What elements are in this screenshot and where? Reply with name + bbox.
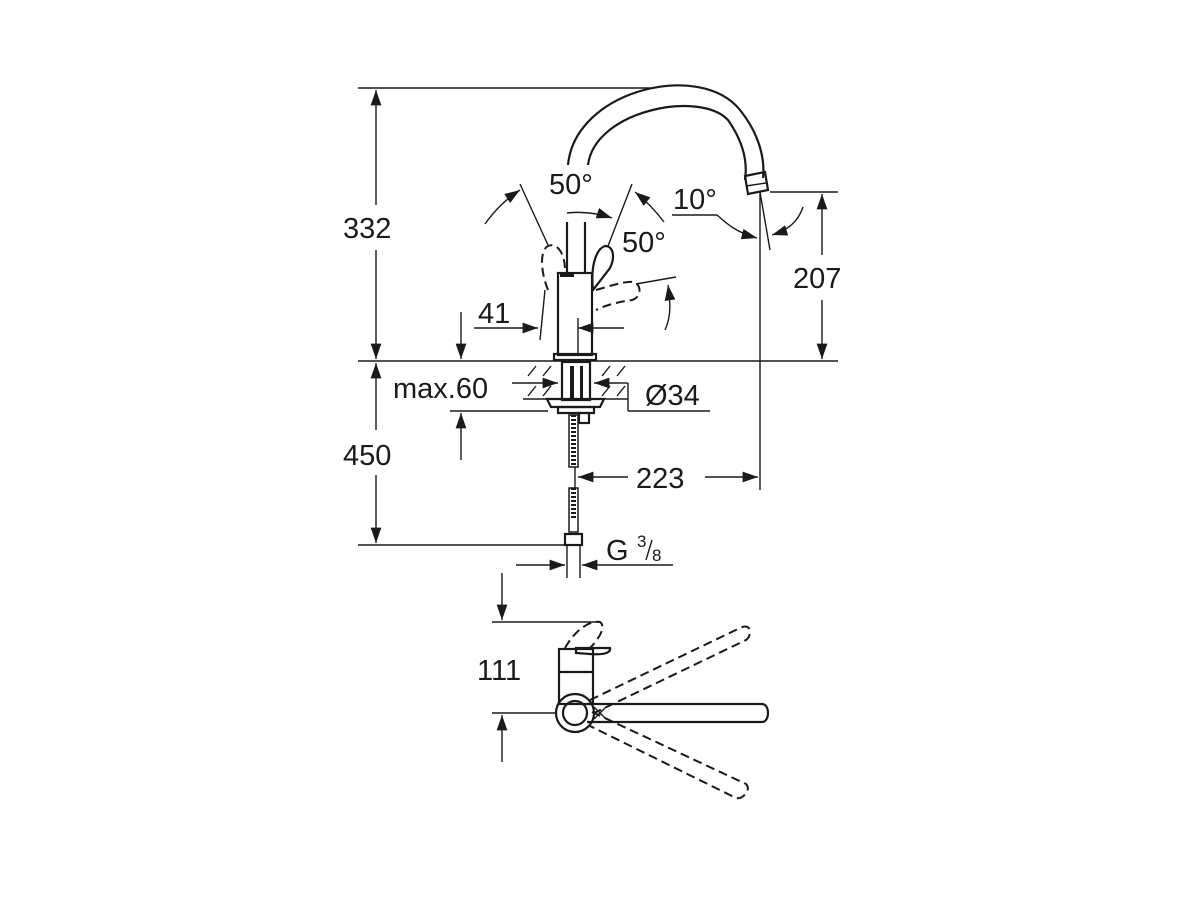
- spout-angle-line: [759, 191, 771, 251]
- top-view: 111: [477, 573, 770, 800]
- dim-label-diameter34: Ø34: [645, 380, 700, 412]
- dim-label-10deg: 10°: [673, 184, 717, 216]
- dim-label-50deg-left: 50°: [549, 169, 593, 201]
- dim-label-thread-den: 8: [652, 546, 661, 565]
- dim-label-450: 450: [343, 440, 391, 472]
- spout-reach-223-dimension: 223: [578, 463, 758, 495]
- spout-angle-10-dimension: 10°: [672, 184, 804, 240]
- dim-label-g: G: [606, 535, 629, 567]
- spout: [566, 84, 770, 196]
- dim-label-207: 207: [793, 263, 841, 295]
- tap-body: [552, 222, 598, 362]
- dim-label-max60: max.60: [393, 373, 488, 405]
- outlet-height-207-dimension: 207: [793, 194, 841, 359]
- dim-label-50deg-right: 50°: [622, 227, 666, 259]
- side-view: 332 450 10° 2: [343, 84, 841, 578]
- spout-swivel-ring: [554, 692, 596, 734]
- spout-center-position: [587, 702, 770, 724]
- height-332-dimension: 332: [343, 90, 391, 359]
- dim-label-223: 223: [636, 463, 684, 495]
- spout-swing-upper: [589, 625, 751, 715]
- dim-label-332: 332: [343, 213, 391, 245]
- top-view-body: [557, 647, 595, 706]
- connection-thread-dimension: G 3 8: [516, 532, 673, 571]
- dim-label-thread-num: 3: [637, 532, 646, 551]
- lever-handles: [539, 244, 677, 341]
- lever-offset-41-dimension: 41: [455, 298, 624, 359]
- spout-swing-lower: [589, 711, 749, 800]
- depth-111-dimension: 111: [477, 573, 600, 762]
- dim-label-111: 111: [477, 655, 521, 687]
- hose-length-450-dimension: 450: [343, 363, 565, 546]
- deck-mounting: max.60 Ø34: [393, 360, 710, 460]
- handle-angle-50-dimensions: 50° 50°: [484, 169, 666, 259]
- dim-label-41: 41: [478, 298, 510, 330]
- flexible-hose: [563, 414, 584, 578]
